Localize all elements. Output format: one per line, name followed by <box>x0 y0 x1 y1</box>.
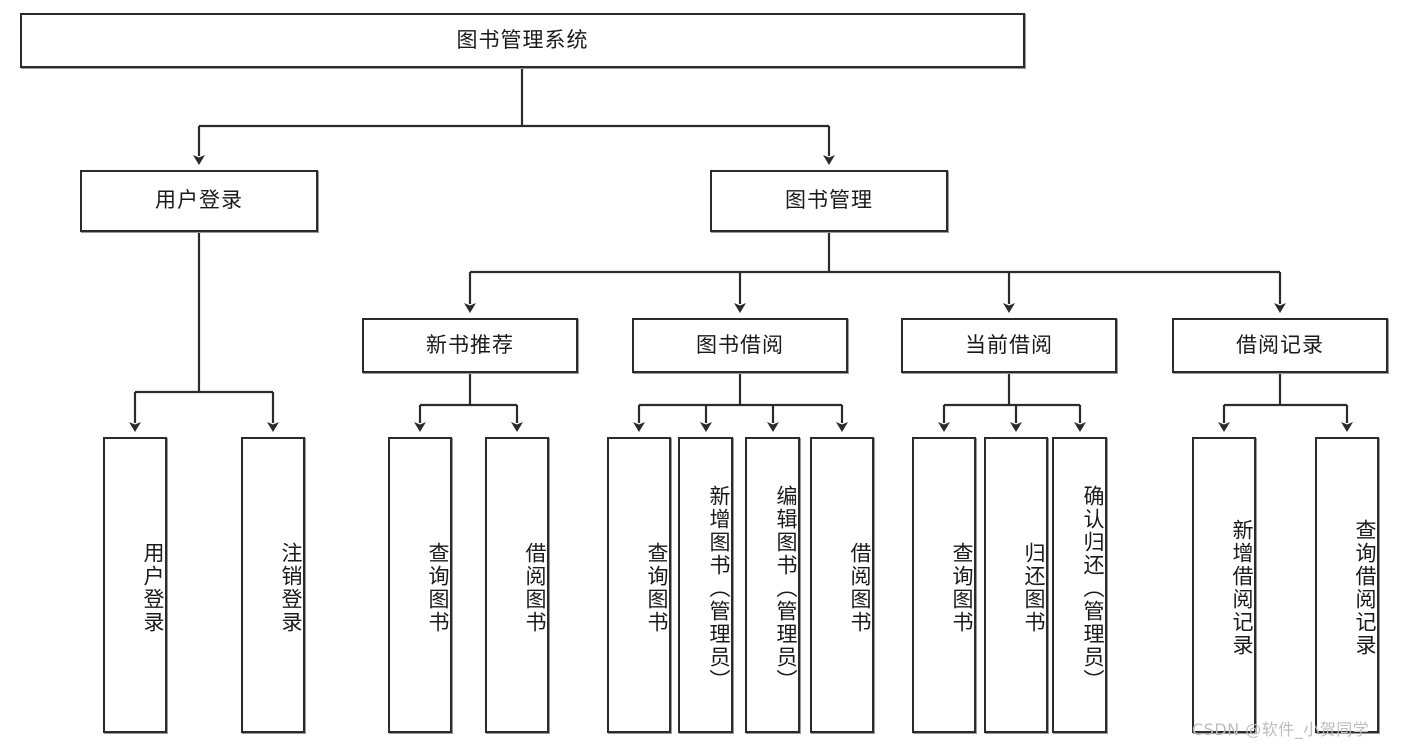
node-current-borrow[interactable]: 当前借阅 <box>901 318 1117 373</box>
node-leaf-label: 查询借阅记录 <box>1353 519 1377 657</box>
node-leaf-label: 新增借阅记录 <box>1230 519 1254 657</box>
node-leaf-label: 归还图书 <box>1022 542 1046 634</box>
node-leaf-query-book-1[interactable]: 查询图书 <box>388 437 452 733</box>
node-leaf-logout[interactable]: 注销登录 <box>241 437 305 733</box>
watermark-text: CSDN @软件_小贺同学 <box>1192 720 1370 739</box>
node-book-borrow[interactable]: 图书借阅 <box>632 318 848 373</box>
node-leaf-borrow-book-2[interactable]: 借阅图书 <box>810 437 874 733</box>
node-leaf-label: 注销登录 <box>279 542 303 634</box>
node-root-system[interactable]: 图书管理系统 <box>20 13 1025 68</box>
node-leaf-label: 新增图书（管理员） <box>707 484 731 692</box>
node-leaf-label: 查询图书 <box>645 542 669 634</box>
node-leaf-label: 确认归还（管理员） <box>1081 484 1105 692</box>
node-leaf-edit-book[interactable]: 编辑图书（管理员） <box>745 437 800 733</box>
node-leaf-label: 用户登录 <box>141 542 165 634</box>
node-new-book-recommend[interactable]: 新书推荐 <box>362 318 578 373</box>
node-leaf-confirm-return[interactable]: 确认归还（管理员） <box>1052 437 1107 733</box>
node-book-manage[interactable]: 图书管理 <box>710 170 948 232</box>
node-user-login[interactable]: 用户登录 <box>80 170 318 232</box>
node-leaf-query-book-3[interactable]: 查询图书 <box>912 437 976 733</box>
node-leaf-label: 查询图书 <box>426 542 450 634</box>
node-leaf-query-book-2[interactable]: 查询图书 <box>607 437 671 733</box>
node-borrow-record[interactable]: 借阅记录 <box>1172 318 1388 373</box>
node-leaf-return-book[interactable]: 归还图书 <box>984 437 1048 733</box>
node-leaf-add-record[interactable]: 新增借阅记录 <box>1192 437 1256 733</box>
node-leaf-label: 借阅图书 <box>848 542 872 634</box>
node-leaf-borrow-book-1[interactable]: 借阅图书 <box>485 437 549 733</box>
node-leaf-user-login[interactable]: 用户登录 <box>103 437 167 733</box>
node-leaf-query-record[interactable]: 查询借阅记录 <box>1315 437 1379 733</box>
node-leaf-label: 编辑图书（管理员） <box>774 484 798 692</box>
node-leaf-label: 查询图书 <box>950 542 974 634</box>
node-leaf-label: 借阅图书 <box>523 542 547 634</box>
node-leaf-add-book[interactable]: 新增图书（管理员） <box>678 437 733 733</box>
